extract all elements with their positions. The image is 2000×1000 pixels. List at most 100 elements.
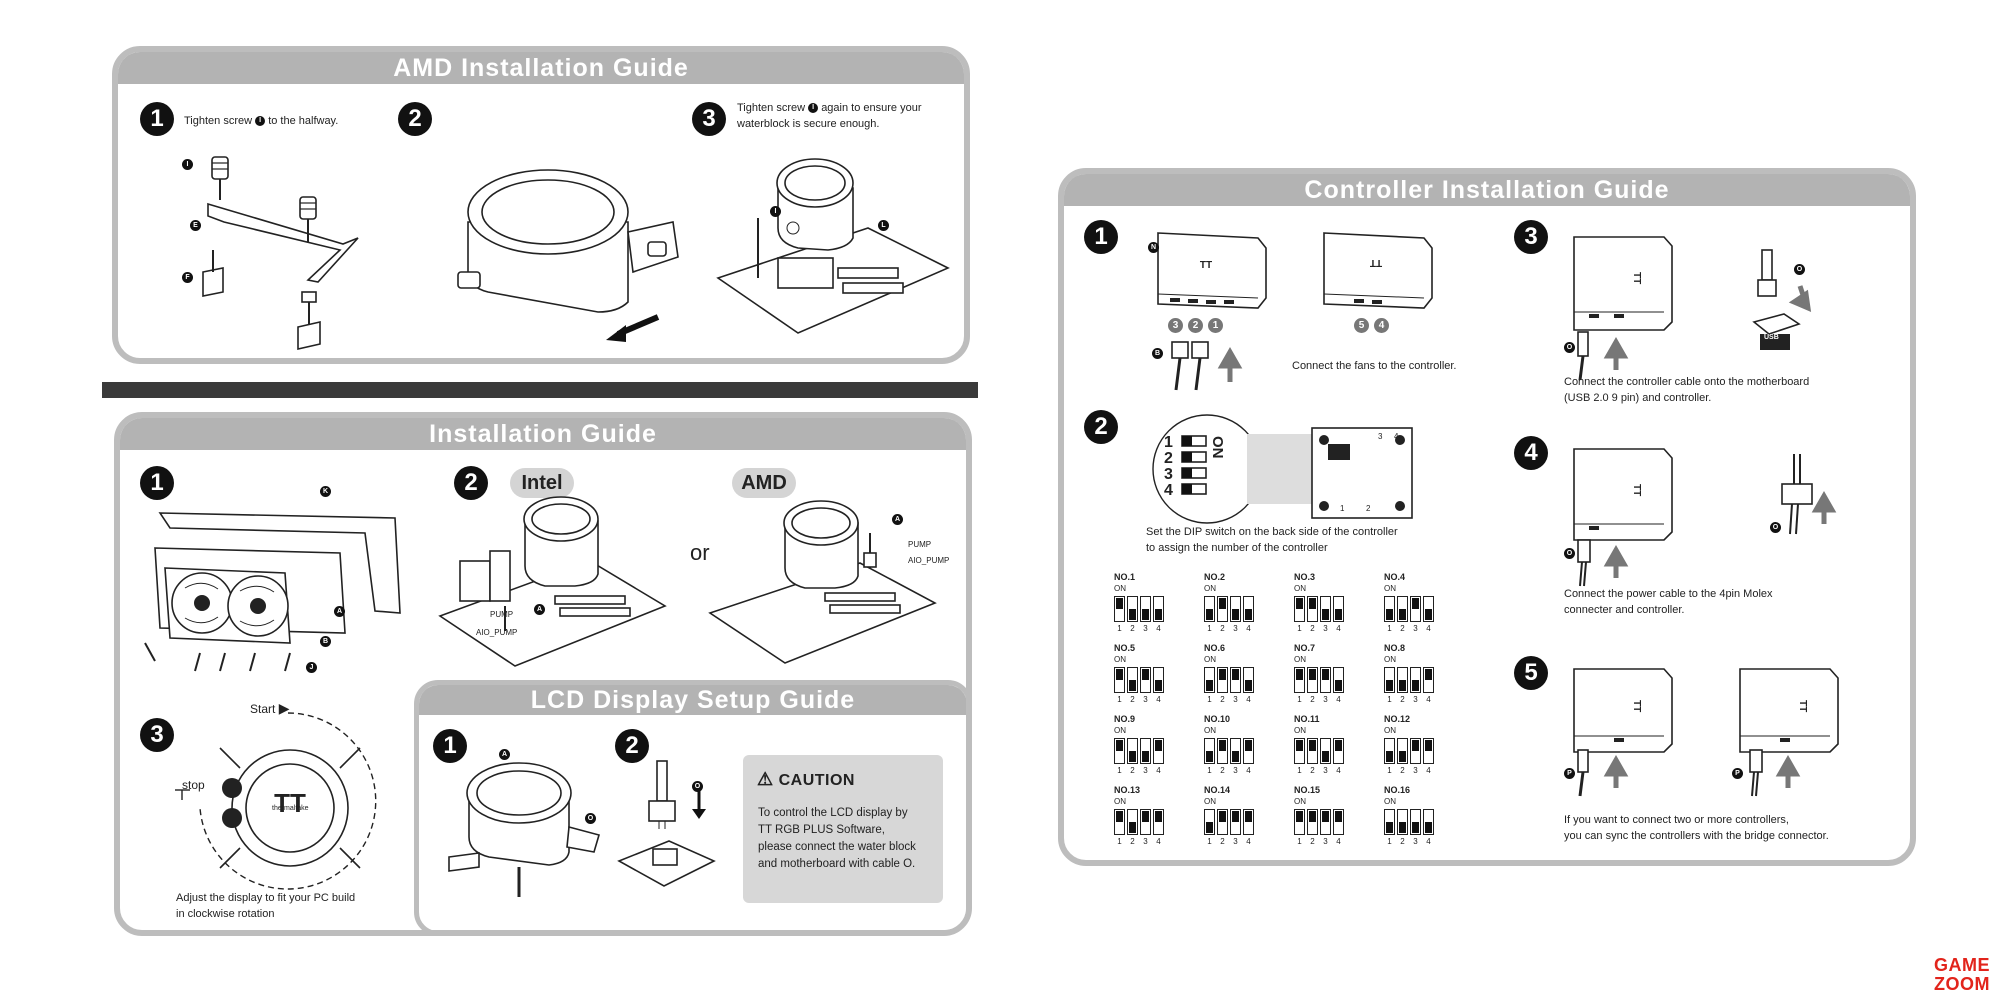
dip-switch-knob xyxy=(1412,822,1419,833)
controller-step-3-number: 3 xyxy=(1514,220,1548,254)
controller-label-o-3: O xyxy=(1564,548,1575,559)
dip-on-label: ON xyxy=(1294,655,1306,664)
board-number-4: 4 xyxy=(1394,432,1399,441)
dip-switch-number: 1 xyxy=(1387,624,1392,633)
controller-installation-panel: Controller Installation Guide 1 TT N 3 2… xyxy=(1058,168,1916,866)
dip-switch xyxy=(1243,809,1254,835)
dip-switch-number: 2 xyxy=(1400,766,1405,775)
dip-switch-number: 2 xyxy=(1130,695,1135,704)
dip-switch xyxy=(1140,667,1151,693)
lcd-waterblock-illustration xyxy=(448,762,600,897)
dip-switch-zoom-illustration xyxy=(1152,414,1413,524)
radiator-illustration xyxy=(144,512,401,672)
dip-switch-number: 4 xyxy=(1336,837,1341,846)
dip-switch-number: 4 xyxy=(1156,624,1161,633)
dip-switch-number: 2 xyxy=(1310,766,1315,775)
dip-switch xyxy=(1127,667,1138,693)
dip-digit-big-2: 2 xyxy=(1164,450,1173,467)
dip-on-label: ON xyxy=(1114,655,1126,664)
dip-switch xyxy=(1127,738,1138,764)
screw-i-badge-2: I xyxy=(808,103,819,114)
caution-line-4: and motherboard with cable O. xyxy=(758,858,916,870)
dip-switch-number: 1 xyxy=(1297,695,1302,704)
dip-switch xyxy=(1153,809,1164,835)
install-label-b: B xyxy=(320,636,331,647)
dip-switch-number: 3 xyxy=(1233,766,1238,775)
dip-switch xyxy=(1127,809,1138,835)
dip-switch-knob xyxy=(1206,609,1213,620)
bridge-cable-illustration-1 xyxy=(1577,749,1629,797)
fan-port-1: 1 xyxy=(1208,318,1223,333)
fan-port-2: 2 xyxy=(1188,318,1203,333)
dip-switch-number: 4 xyxy=(1336,695,1341,704)
dip-switch-knob xyxy=(1129,609,1136,620)
dip-switch-number: 3 xyxy=(1143,837,1148,846)
amd-label-e: E xyxy=(190,220,201,231)
dip-on-label: ON xyxy=(1204,655,1216,664)
caution-box: ⚠ CAUTION To control the LCD display by … xyxy=(743,755,943,903)
controller-label-o-2: O xyxy=(1794,264,1805,275)
usb-label: USB xyxy=(1764,334,1779,341)
dip-switch-knob xyxy=(1245,609,1252,620)
dip-switch xyxy=(1397,667,1408,693)
dip-switch-number: 3 xyxy=(1143,695,1148,704)
dip-switch xyxy=(1307,809,1318,835)
dip-switch-number: 2 xyxy=(1220,766,1225,775)
dip-switch-number: 2 xyxy=(1400,837,1405,846)
molex-cable-illustration xyxy=(1577,539,1629,587)
dip-switch-knob xyxy=(1309,598,1316,609)
dip-switch-number: 3 xyxy=(1143,624,1148,633)
dip-switch xyxy=(1217,596,1228,622)
dip-switch-number: 4 xyxy=(1156,766,1161,775)
intel-aio-pump-label: AIO_PUMP xyxy=(476,628,518,637)
dip-switch-number: 1 xyxy=(1387,837,1392,846)
dip-switch-knob xyxy=(1129,680,1136,691)
amd-label-i: I xyxy=(182,159,193,170)
amd-bracket-illustration xyxy=(202,156,359,351)
amd-step-3-number: 3 xyxy=(692,102,726,136)
dip-switch-knob xyxy=(1116,740,1123,751)
controller-step-1-number: 1 xyxy=(1084,220,1118,254)
dip-switch-number: 4 xyxy=(1156,837,1161,846)
dip-switch xyxy=(1320,738,1331,764)
intel-pump-label: PUMP xyxy=(490,610,514,619)
dip-setting-label: NO.12 xyxy=(1384,714,1411,724)
lcd-step-2-number: 2 xyxy=(615,729,649,763)
dip-switch-knob xyxy=(1142,751,1149,762)
dip-switch xyxy=(1384,596,1395,622)
amd-step-2-number: 2 xyxy=(398,102,432,136)
dip-switch-knob xyxy=(1296,669,1303,680)
controller-step-2-number: 2 xyxy=(1084,410,1118,444)
dip-switch-knob xyxy=(1425,822,1432,833)
dip-switch-knob xyxy=(1386,822,1393,833)
dip-switch-knob xyxy=(1386,680,1393,691)
dip-switch-knob xyxy=(1116,811,1123,822)
dip-digit-big-3: 3 xyxy=(1164,466,1173,483)
dip-switch-knob xyxy=(1219,598,1226,609)
install-step-2-number: 2 xyxy=(454,466,488,500)
dip-switch-knob xyxy=(1296,598,1303,609)
dip-switch-number: 3 xyxy=(1233,837,1238,846)
dip-setting-label: NO.5 xyxy=(1114,643,1136,653)
dip-switch-number: 4 xyxy=(1426,766,1431,775)
dip-setting-label: NO.15 xyxy=(1294,785,1321,795)
dip-setting-label: NO.3 xyxy=(1294,572,1316,582)
dip-on-label: ON xyxy=(1114,726,1126,735)
dip-switch-number: 4 xyxy=(1336,624,1341,633)
dip-switch xyxy=(1384,809,1395,835)
controller-bridge-illustration-2: TT xyxy=(1739,668,1839,753)
section-divider xyxy=(102,382,978,398)
thermaltake-brand-label: thermaltake xyxy=(272,805,309,812)
dip-switch xyxy=(1397,738,1408,764)
lcd-label-o: O xyxy=(585,813,596,824)
dip-on-big: ON xyxy=(1209,436,1226,459)
dip-switch-number: 3 xyxy=(1413,837,1418,846)
dip-switch xyxy=(1423,667,1434,693)
